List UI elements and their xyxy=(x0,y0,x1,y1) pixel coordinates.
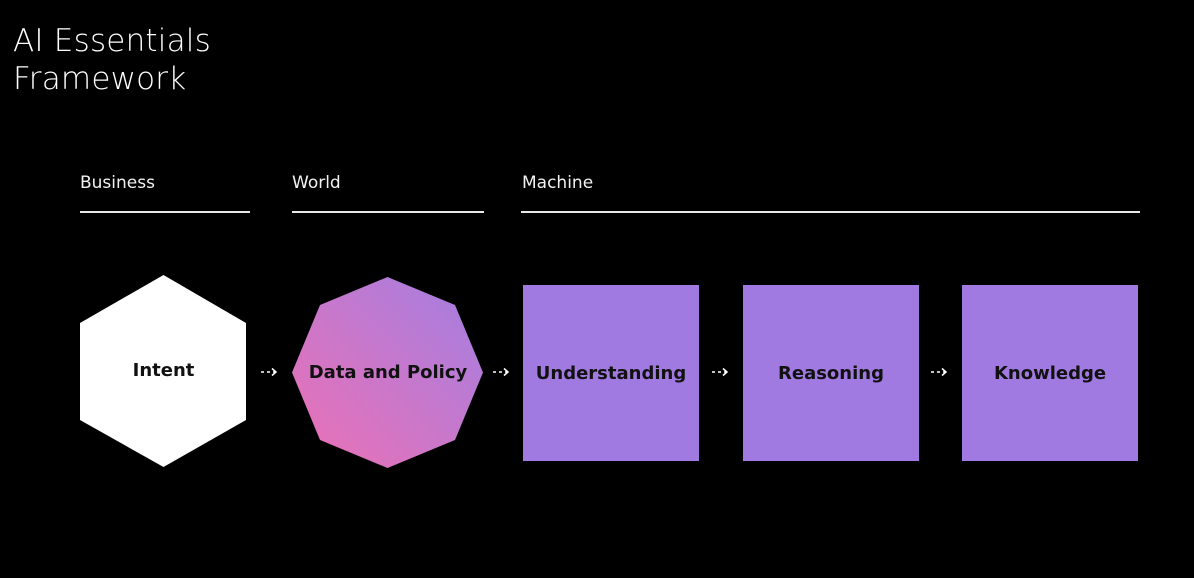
dashed-arrow-icon xyxy=(931,367,948,377)
title-line-2: Framework xyxy=(13,61,187,97)
reasoning-box: Reasoning xyxy=(743,285,919,461)
knowledge-label: Knowledge xyxy=(993,362,1107,384)
data-policy-label: Data and Policy xyxy=(308,362,468,383)
intent-hexagon xyxy=(80,275,246,467)
understanding-label: Understanding xyxy=(535,362,687,384)
knowledge-box: Knowledge xyxy=(962,285,1138,461)
dashed-arrow-icon xyxy=(712,367,729,377)
intent-label: Intent xyxy=(132,360,195,381)
layer-label-business: Business xyxy=(80,173,155,193)
layer-rule-world xyxy=(292,211,484,213)
title-line-1: AI Essentials xyxy=(13,23,211,59)
page-title: AI Essentials Framework xyxy=(13,22,211,98)
understanding-box: Understanding xyxy=(523,285,699,461)
data-policy-octagon xyxy=(292,277,483,468)
reasoning-label: Reasoning xyxy=(778,362,884,384)
layer-label-machine: Machine xyxy=(522,173,594,193)
layer-rule-machine xyxy=(521,211,1140,213)
dashed-arrow-icon xyxy=(493,367,510,377)
layer-label-world: World xyxy=(292,173,341,193)
layer-rule-business xyxy=(80,211,250,213)
dashed-arrow-icon xyxy=(261,367,278,377)
